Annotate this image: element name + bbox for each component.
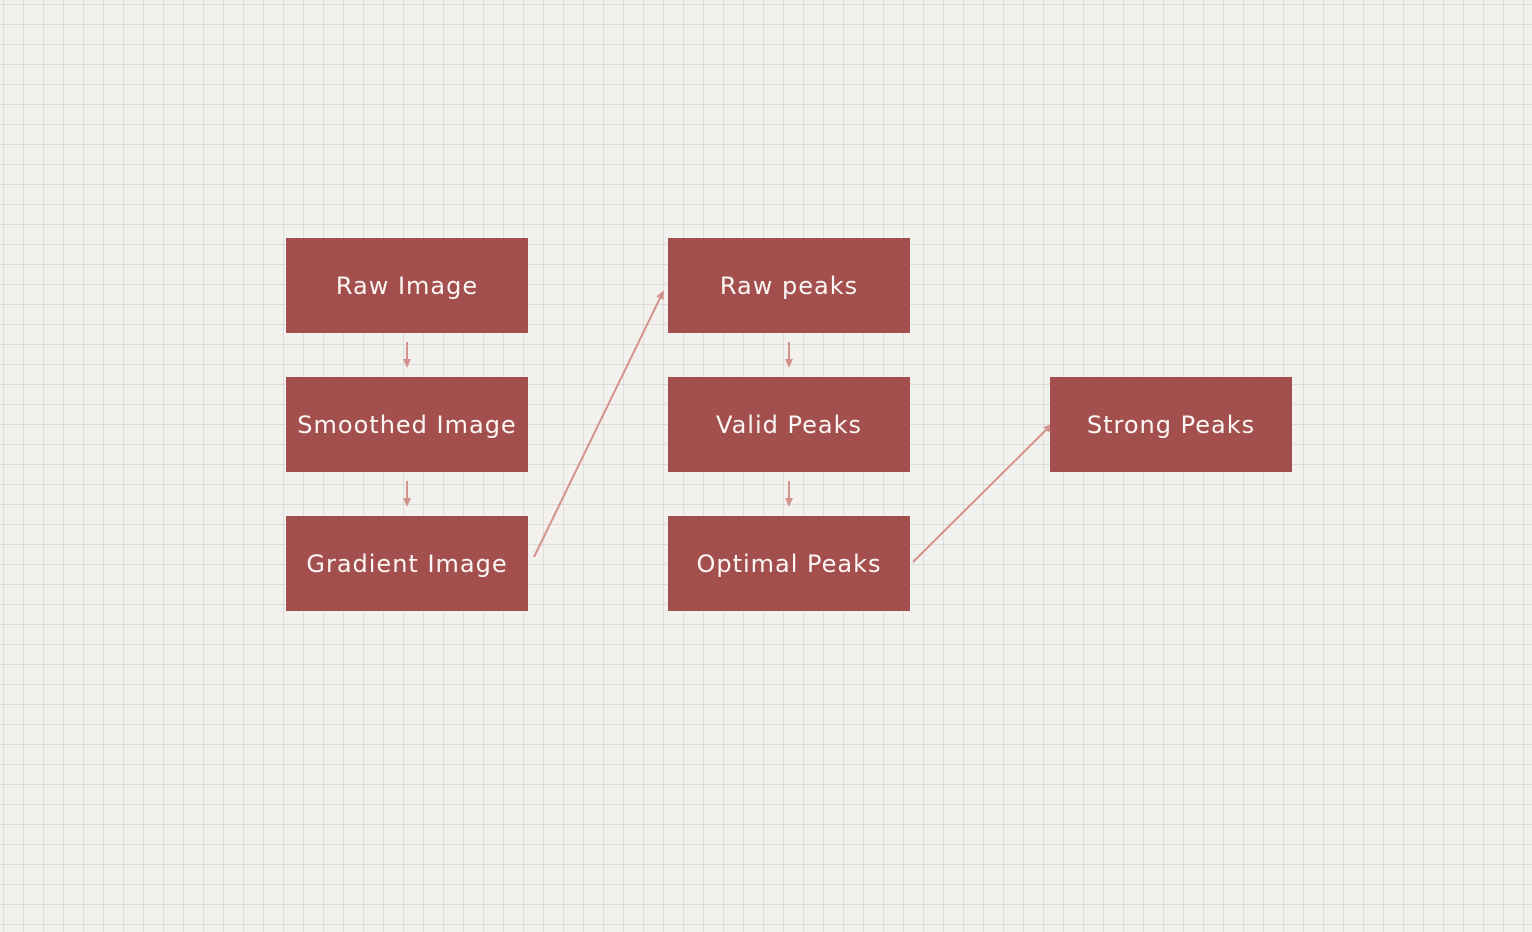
node-gradient-image: Gradient Image xyxy=(286,516,528,611)
node-label: Raw peaks xyxy=(719,271,859,300)
edge-optimal-peaks-to-strong-peaks xyxy=(912,423,1053,563)
node-label: Smoothed Image xyxy=(297,410,517,439)
edge-gradient-image-to-raw-peaks xyxy=(533,290,664,558)
node-label: Optimal Peaks xyxy=(696,549,882,578)
node-valid-peaks: Valid Peaks xyxy=(668,377,910,472)
node-label: Gradient Image xyxy=(306,549,508,578)
node-label: Strong Peaks xyxy=(1086,410,1256,439)
node-label: Valid Peaks xyxy=(716,410,862,439)
node-smoothed-image: Smoothed Image xyxy=(286,377,528,472)
node-label: Raw Image xyxy=(335,271,479,300)
node-raw-peaks: Raw peaks xyxy=(668,238,910,333)
node-optimal-peaks: Optimal Peaks xyxy=(668,516,910,611)
node-strong-peaks: Strong Peaks xyxy=(1050,377,1292,472)
node-raw-image: Raw Image xyxy=(286,238,528,333)
